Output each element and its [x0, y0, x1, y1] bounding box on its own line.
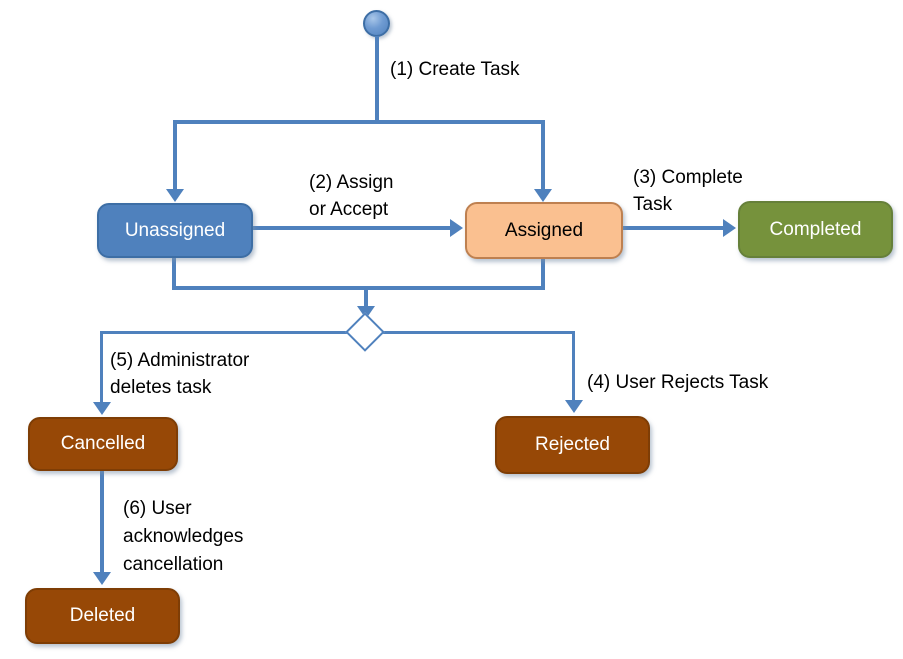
state-node-assigned: Assigned: [465, 202, 623, 259]
node-label-deleted: Deleted: [69, 605, 136, 626]
state-node-rejected: Rejected: [495, 416, 650, 474]
arrowhead-into-rejected: [565, 400, 583, 413]
edge-label-administrator-deletes-task: (5) Administrator deletes task: [110, 350, 250, 398]
connector-unassigned-to-join-bar: [172, 257, 176, 288]
state-node-completed: Completed: [738, 201, 893, 258]
connector-cancelled-to-deleted: [100, 471, 104, 573]
connector-fork-to-assigned: [541, 120, 545, 190]
connector-decision-cross-bar: [100, 331, 575, 334]
connector-fork-bar-top: [173, 120, 545, 124]
state-node-cancelled: Cancelled: [28, 417, 178, 471]
connector-unassigned-to-assigned: [253, 226, 450, 230]
edge-label-user-acknowledges-cancellation: (6) User acknowledges cancellation: [123, 498, 244, 575]
connector-assigned-to-join-bar: [541, 258, 545, 288]
connector-start-to-fork: [375, 36, 379, 122]
state-node-unassigned: Unassigned: [97, 203, 253, 258]
state-node-deleted: Deleted: [25, 588, 180, 644]
edge-label-create-task: (1) Create Task: [390, 59, 520, 80]
arrowhead-into-completed: [723, 219, 736, 237]
arrowhead-into-cancelled: [93, 402, 111, 415]
node-label-assigned: Assigned: [504, 219, 584, 241]
edge-label-complete-task: (3) Complete Task: [633, 167, 743, 215]
connector-decision-to-cancelled: [100, 331, 103, 403]
node-label-completed: Completed: [769, 218, 862, 240]
connector-assigned-to-completed: [623, 226, 724, 230]
connector-join-to-decision: [364, 286, 368, 307]
arrowhead-into-unassigned: [166, 189, 184, 202]
connector-join-bar-bottom: [172, 286, 545, 290]
connector-decision-to-rejected: [572, 331, 575, 401]
arrowhead-into-deleted: [93, 572, 111, 585]
decision-diamond-node: [345, 312, 385, 352]
node-label-rejected: Rejected: [535, 434, 610, 455]
arrowhead-into-assigned-top: [534, 189, 552, 202]
start-node-circle: [363, 10, 390, 37]
node-label-cancelled: Cancelled: [60, 433, 146, 454]
node-label-unassigned: Unassigned: [124, 219, 226, 241]
arrowhead-into-assigned-left: [450, 219, 463, 237]
connector-fork-to-unassigned: [173, 120, 177, 190]
edge-label-assign-or-accept: (2) Assign or Accept: [309, 172, 394, 220]
edge-label-user-rejects-task: (4) User Rejects Task: [587, 372, 769, 393]
